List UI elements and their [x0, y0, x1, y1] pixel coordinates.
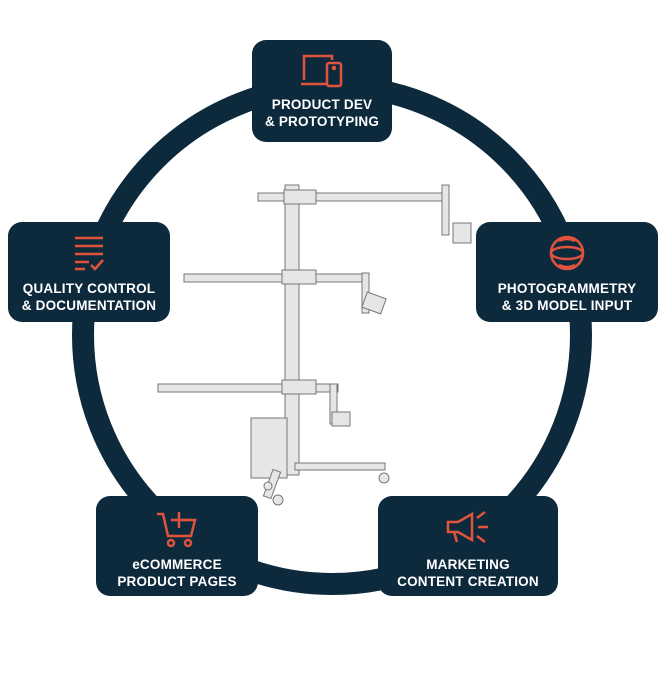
- megaphone-icon: [446, 511, 488, 543]
- node-label-line2: & 3D MODEL INPUT: [501, 298, 633, 313]
- 3d-sphere-icon: [549, 235, 585, 271]
- camera-rig-illustration: [157, 184, 472, 506]
- node-quality-control: QUALITY CONTROL & DOCUMENTATION: [8, 222, 170, 322]
- node-label-line2: & DOCUMENTATION: [21, 298, 157, 313]
- node-label-line2: & PROTOTYPING: [264, 114, 380, 129]
- node-label-line1: QUALITY CONTROL: [22, 281, 156, 296]
- node-label-line2: CONTENT CREATION: [397, 574, 539, 589]
- node-label-line1: PHOTOGRAMMETRY: [497, 281, 637, 296]
- node-marketing: MARKETING CONTENT CREATION: [378, 496, 558, 596]
- node-label-line1: PRODUCT DEV: [271, 97, 373, 112]
- node-label-line2: PRODUCT PAGES: [117, 574, 237, 589]
- checklist-icon: [75, 236, 104, 271]
- node-label-line1: MARKETING: [426, 557, 510, 572]
- devices-icon: [301, 54, 343, 88]
- add-to-cart-icon: [157, 512, 197, 548]
- node-product-dev: PRODUCT DEV & PROTOTYPING: [252, 40, 392, 142]
- node-photogrammetry: PHOTOGRAMMETRY & 3D MODEL INPUT: [476, 222, 658, 322]
- node-ecommerce: eCOMMERCE PRODUCT PAGES: [96, 496, 258, 596]
- node-label-line1: eCOMMERCE: [132, 557, 222, 572]
